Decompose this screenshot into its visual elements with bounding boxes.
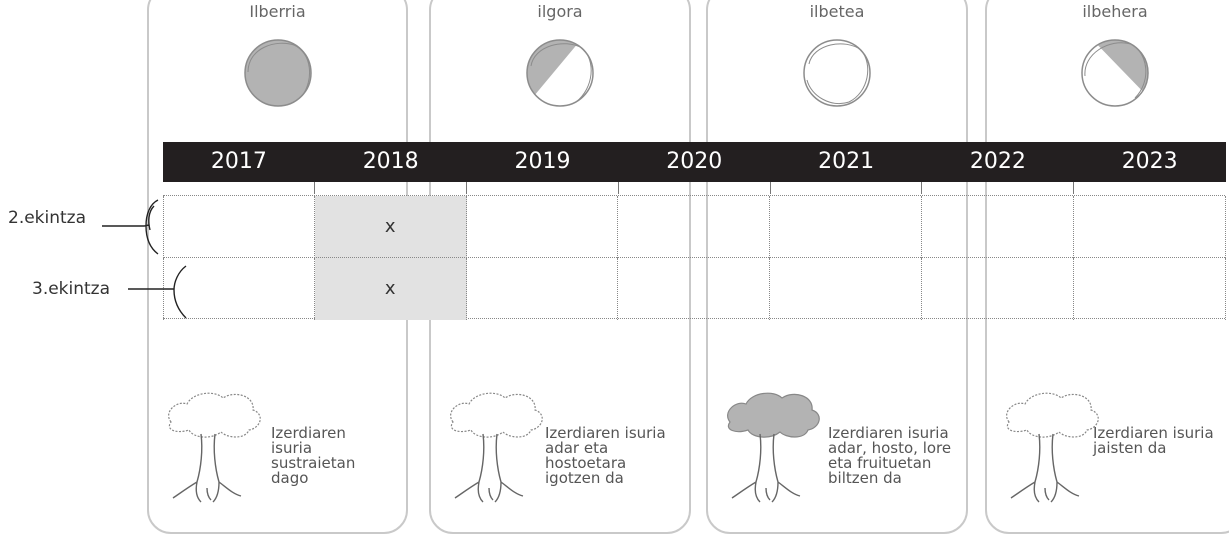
grid-cell [618, 258, 771, 320]
year-label: 2021 [818, 149, 875, 174]
tick-mark [1073, 182, 1074, 194]
year-label: 2022 [969, 149, 1026, 174]
grid-cell [770, 196, 922, 258]
phase-title: ilgora [537, 2, 583, 21]
phase-description: Izerdiaren isuria jaisten da [1093, 424, 1214, 457]
action-label: 2.ekintza [8, 208, 87, 228]
tree-full-icon [727, 392, 820, 503]
new-moon-icon [243, 39, 312, 107]
year-label: 2023 [1121, 149, 1178, 174]
phase-title: ilbehera [1082, 2, 1148, 21]
grid-cell [467, 196, 619, 258]
phase-panel-ilbehera: ilbehera Izerdiaren isuria jaisten da [985, 0, 1229, 534]
action-label: 3.ekintza [32, 279, 111, 299]
year-label: 2019 [514, 149, 571, 174]
year-label: 2018 [362, 149, 419, 174]
phase-description: Izerdiaren isuria sustraietan dago [271, 424, 356, 487]
tick-mark [770, 182, 771, 194]
action-row: x [163, 257, 1226, 320]
grid-cell [922, 196, 1074, 258]
year-label: 2020 [666, 149, 723, 174]
phase-description: Izerdiaren isuria adar eta hostoetara ig… [545, 424, 666, 487]
tick-mark [314, 182, 315, 194]
phase-panel-ilgora: ilgora Izerdiaren isuria adar eta hostoe… [429, 0, 691, 534]
brace-connector-icon [128, 265, 187, 319]
grid-cell [770, 258, 922, 320]
grid-cell-marked: x [314, 196, 467, 258]
waxing-moon-icon [526, 39, 594, 107]
full-moon-icon [803, 39, 871, 107]
phase-title: Ilberria [249, 2, 306, 21]
tick-mark [466, 182, 467, 194]
action-row: x [163, 195, 1226, 258]
tree-icon [168, 392, 261, 503]
year-label: 2017 [210, 149, 267, 174]
grid-cell [618, 196, 771, 258]
phase-description: Izerdiaren isuria adar, hosto, lore eta … [828, 424, 952, 487]
phase-title: ilbetea [809, 2, 865, 21]
year-timeline-bar: 2017 2018 2019 2020 2021 2022 2023 [163, 142, 1226, 182]
brace-connector-icon [102, 199, 159, 255]
grid-cell [1074, 258, 1226, 320]
tick-mark [921, 182, 922, 194]
grid-cell [922, 258, 1074, 320]
phase-panel-ilbetea: ilbetea Izerdiaren isuria adar, hosto, l… [706, 0, 968, 534]
grid-cell [467, 258, 619, 320]
grid-cell-marked: x [314, 258, 467, 320]
action-grid: x x [163, 195, 1226, 320]
tree-icon [450, 392, 543, 503]
tick-mark [618, 182, 619, 194]
waning-moon-icon [1081, 39, 1149, 107]
grid-cell [1074, 196, 1226, 258]
grid-cell [163, 196, 315, 258]
tree-icon [1006, 392, 1099, 503]
